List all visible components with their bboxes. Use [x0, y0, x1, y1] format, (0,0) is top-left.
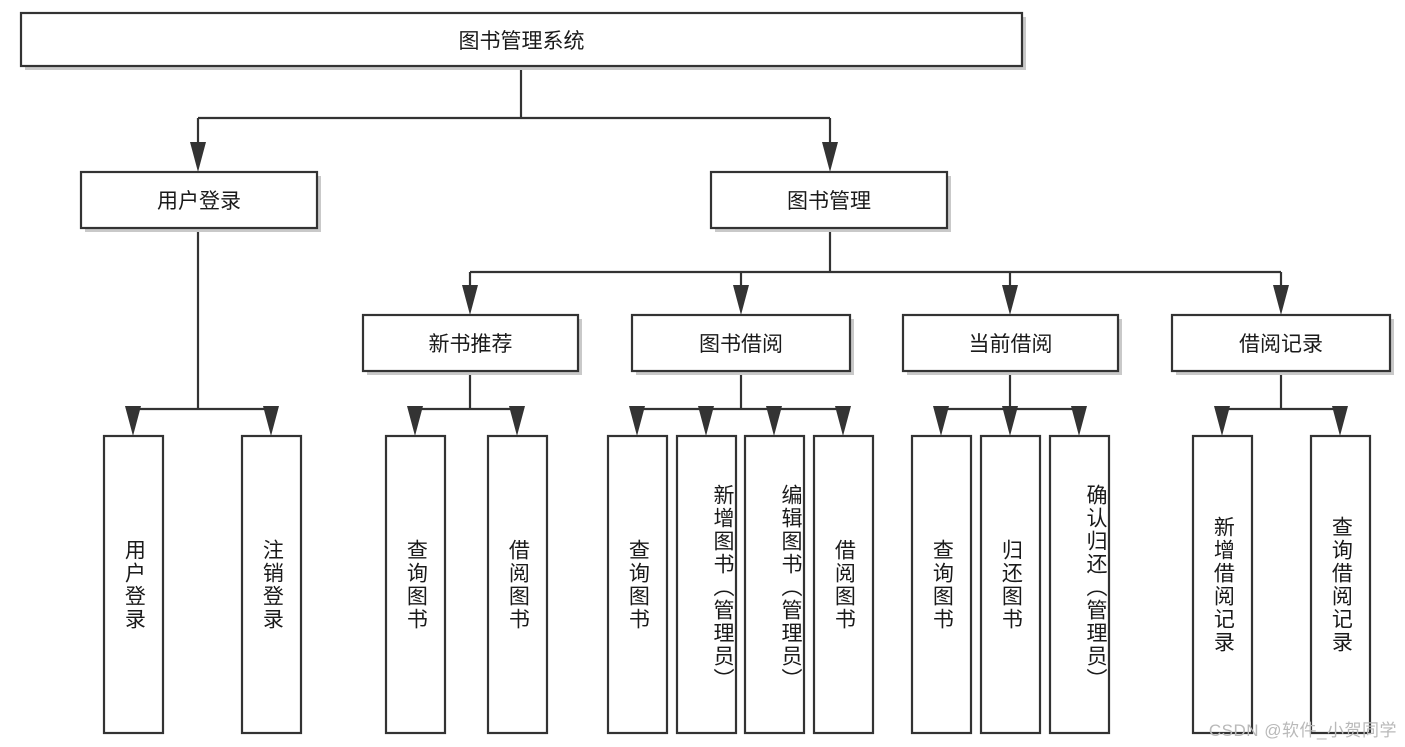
arrow-bookborrow-leaf-3: [766, 406, 782, 436]
connector-layer: [125, 66, 1348, 436]
leaf-new-book-2[interactable]: [486, 434, 549, 735]
arrow-userlogin-leaf-1: [125, 406, 141, 436]
arrow-currentborrow-leaf-3: [1071, 406, 1087, 436]
leaf-current-borrow-1[interactable]: [910, 434, 973, 735]
leaf-borrow-record-2[interactable]: [1309, 434, 1372, 735]
leaf-current-borrow-2[interactable]: [979, 434, 1042, 735]
arrow-to-bookmgmt: [822, 142, 838, 172]
leaf-book-borrow-4[interactable]: [812, 434, 875, 735]
arrow-borrowrecord-leaf-2: [1332, 406, 1348, 436]
leaf-new-book-1[interactable]: [384, 434, 447, 735]
leaf-book-borrow-2[interactable]: [675, 434, 738, 735]
arrow-currentborrow-leaf-2: [1002, 406, 1018, 436]
arrow-bookborrow-leaf-4: [835, 406, 851, 436]
leaf-borrow-record-1[interactable]: [1191, 434, 1254, 735]
arrow-userlogin-leaf-2: [263, 406, 279, 436]
arrow-bookborrow-leaf-2: [698, 406, 714, 436]
leaf-current-borrow-3[interactable]: [1048, 434, 1111, 735]
arrow-borrowrecord-leaf-1: [1214, 406, 1230, 436]
arrow-to-userlogin: [190, 142, 206, 172]
node-book-borrow[interactable]: [630, 313, 852, 373]
arrow-to-bookborrow: [733, 285, 749, 315]
leaf-book-borrow-1[interactable]: [606, 434, 669, 735]
node-root[interactable]: [19, 11, 1024, 68]
arrow-bookborrow-leaf-1: [629, 406, 645, 436]
leaf-user-login-1[interactable]: [102, 434, 165, 735]
node-layer: [19, 11, 1394, 735]
node-current-borrow[interactable]: [901, 313, 1120, 373]
watermark-text: CSDN @软件_小贺同学: [1208, 721, 1397, 740]
arrow-to-currentborrow: [1002, 285, 1018, 315]
arrow-currentborrow-leaf-1: [933, 406, 949, 436]
node-book-management[interactable]: [709, 170, 949, 230]
leaf-book-borrow-3[interactable]: [743, 434, 806, 735]
arrow-newbook-leaf-2: [509, 406, 525, 436]
arrow-to-newbook: [462, 285, 478, 315]
leaf-user-login-2[interactable]: [240, 434, 303, 735]
node-user-login[interactable]: [79, 170, 319, 230]
arrow-newbook-leaf-1: [407, 406, 423, 436]
node-new-book-recommend[interactable]: [361, 313, 580, 373]
node-borrow-record[interactable]: [1170, 313, 1392, 373]
arrow-to-borrowrecord: [1273, 285, 1289, 315]
